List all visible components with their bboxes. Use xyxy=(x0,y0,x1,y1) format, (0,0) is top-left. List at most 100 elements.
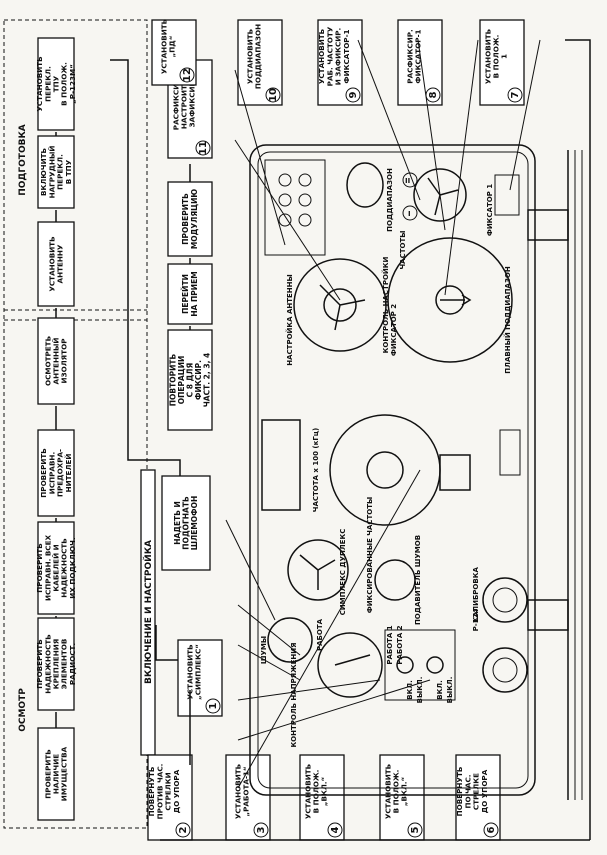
antenna-tune-knob[interactable] xyxy=(293,258,387,352)
fuse xyxy=(278,213,292,227)
headset-connector[interactable] xyxy=(482,647,528,693)
middle-step-text: ПЕРЕЙТИНА ПРИЕМ xyxy=(181,271,199,316)
simplex-label: СИМПЛЕКС ДУПЛЕКС xyxy=(339,529,347,616)
connector-r124-inner xyxy=(492,587,518,613)
mode-label: ВЫКЛ. xyxy=(416,677,424,704)
callout-line xyxy=(237,644,301,681)
step-number-badge xyxy=(483,822,499,838)
numbered-step-box xyxy=(299,754,345,841)
numbered-step-text: УСТАНОВИТЬ„ПД“ xyxy=(159,19,176,74)
inspection-step-text: ПРОВЕРИТЬИСПРАВН.ПРЕДОХРА-НИТЕЛЕЙ xyxy=(39,448,73,497)
numbered-step-box xyxy=(151,19,197,86)
noise-label: ШУМЫ xyxy=(260,636,268,664)
preparation-step-text: УСТАНОВИТЬПЕРЕКЛ.ТПУВ ПОЛОЖ.„Р-123М“ xyxy=(35,56,77,111)
connector-r124-label: Р-124 xyxy=(472,609,480,632)
numbered-step-text: ПОВЕРНУТЬПРОТИВ ЧАС.СТРЕЛКИДО УПОРА xyxy=(147,764,181,820)
preparation-step-box xyxy=(37,37,75,131)
step-number-badge xyxy=(195,140,211,156)
middle-step-box xyxy=(167,329,213,431)
range-i-indicator xyxy=(402,205,418,221)
fixer-2-label: ФИКСАТОР 2 xyxy=(390,304,398,356)
mode-switch-pointer xyxy=(334,654,371,666)
frequency-dial[interactable] xyxy=(387,237,513,363)
numbered-step-box xyxy=(225,754,271,841)
power-toggle[interactable] xyxy=(396,656,414,674)
numbered-step-box xyxy=(479,19,525,106)
squelch-label: ПОДАВИТЕЛЬ ШУМОВ xyxy=(414,535,422,625)
step-number: 4 xyxy=(330,826,341,833)
step-number-badge xyxy=(345,87,361,103)
callout-line xyxy=(234,69,286,246)
antenna-tune-hub xyxy=(323,288,357,322)
step-number-badge xyxy=(507,87,523,103)
step-number: 3 xyxy=(256,826,267,833)
middle-step-box xyxy=(161,475,211,571)
numbered-step-text: УСТАНОВИТЬПОДДИАПАЗОН xyxy=(245,24,262,89)
inspection-step-text: ПРОВЕРИТЬИСПРАВН. ВСЕХКАБЕЛЕЙ ИНАДЕЖНОСТ… xyxy=(35,535,77,602)
step-number: 8 xyxy=(428,91,439,98)
top-flow-line xyxy=(565,39,591,840)
fuse-block xyxy=(264,159,326,256)
fixed-frequency-dial[interactable] xyxy=(329,414,441,526)
numbered-step-box xyxy=(379,754,425,841)
inspection-step-box xyxy=(37,521,75,615)
callout-line xyxy=(417,39,446,231)
inspection-steps: ПРОВЕРИТЬНАЛИЧИЕИМУЩЕСТВА ПРОВЕРИТЬНАДЕЖ… xyxy=(35,317,77,821)
preparation-steps: УСТАНОВИТЬАНТЕННУ ВКЛЮЧИТЬНАГРУДНЫЙПЕРЕК… xyxy=(35,37,77,318)
step-number: 9 xyxy=(348,91,359,98)
numbered-step-box xyxy=(177,639,223,717)
power-toggle[interactable] xyxy=(426,656,444,674)
frequency-scale-window xyxy=(261,419,301,511)
fuse xyxy=(278,173,292,187)
step-number: 5 xyxy=(410,826,421,833)
inspection-step-box xyxy=(37,617,75,711)
panel-outline xyxy=(249,144,536,796)
fixed-frequencies-label: ФИКСИРОВАННЫЕ ЧАСТОТЫ xyxy=(366,497,374,614)
range-ii-label: II xyxy=(405,177,410,185)
section-preparation-title: ПОДГОТОВКА xyxy=(18,124,28,196)
calibration-label: КАЛИБРОВКА xyxy=(472,567,480,623)
numbered-step-text: УСТАНОВИТЬРАБ. ЧАСТОТУИ ЗАФИКСИР.ФИКСАТО… xyxy=(317,26,351,86)
step-number-badge xyxy=(265,87,281,103)
subrange-knob[interactable] xyxy=(413,168,467,222)
numbered-step-text: УСТАНОВИТЬВ ПОЛОЖ.1 xyxy=(483,29,508,84)
callout-line xyxy=(237,679,381,701)
simplex-switch-wings xyxy=(299,554,336,590)
preparation-step-text: УСТАНОВИТЬАНТЕННУ xyxy=(47,236,64,291)
simplex-switch[interactable] xyxy=(287,539,349,601)
numbered-step-box xyxy=(397,19,443,106)
callout-line xyxy=(237,469,421,789)
range-i-label: I xyxy=(408,210,411,218)
numbered-step-text: РАСФИКСИР.НАСТРОИТЬ,ЗАФИКСИР. xyxy=(171,76,196,130)
numbered-step-text: РАСФИКСИР.ФИКСАТОР-1 xyxy=(405,29,422,83)
numbered-step-text: УСТАНОВИТЬВ ПОЛОЖ.„ВКЛ.“ xyxy=(303,764,328,819)
noise-switch[interactable] xyxy=(267,617,313,663)
inspection-section-frame xyxy=(3,19,148,829)
middle-step-text: НАДЕТЬ ИПОДОГНАТЬШЛЕМОФОН xyxy=(173,496,199,551)
fuse xyxy=(298,213,312,227)
callout-line xyxy=(234,139,341,301)
numbered-step-box xyxy=(237,19,283,106)
mode-label: ВКЛ. xyxy=(436,680,444,700)
smooth-subrange-label: ПЛАВНЫЙ ПОДДИАПАЗОН xyxy=(503,266,512,374)
frequency-scale-label: ЧАСТОТА х 100 (кГц) xyxy=(312,428,320,512)
radio-panel: I II ПОДДИАПАЗОН ЧАСТОТЫ ПЛАВНЫЙ ПОДДИАП… xyxy=(225,39,583,800)
step-number-badge xyxy=(179,67,195,83)
preparation-step-box xyxy=(37,135,75,209)
fixer-1-label: ФИКСАТОР 1 xyxy=(486,184,494,236)
connector-r124[interactable] xyxy=(482,577,528,623)
work-label: РАБОТА xyxy=(316,618,324,651)
headset-connector-inner xyxy=(492,657,518,683)
subrange-block xyxy=(494,174,520,216)
numbered-step-text: УСТАНОВИТЬ„СИМПЛЕКС“ xyxy=(185,644,202,700)
panel-inner-outline xyxy=(257,151,529,789)
mode-switch[interactable] xyxy=(317,632,383,698)
squelch-knob[interactable] xyxy=(374,559,416,601)
inspection-step-text: ПРОВЕРИТЬНАДЕЖНОСТЬКРЕПЛЕНИЯЭЛЕМЕНТОВРАД… xyxy=(35,634,77,693)
callout-line xyxy=(509,39,541,191)
middle-step-box xyxy=(167,181,213,257)
mount-bracket xyxy=(527,209,569,241)
step-number-badge xyxy=(175,822,191,838)
